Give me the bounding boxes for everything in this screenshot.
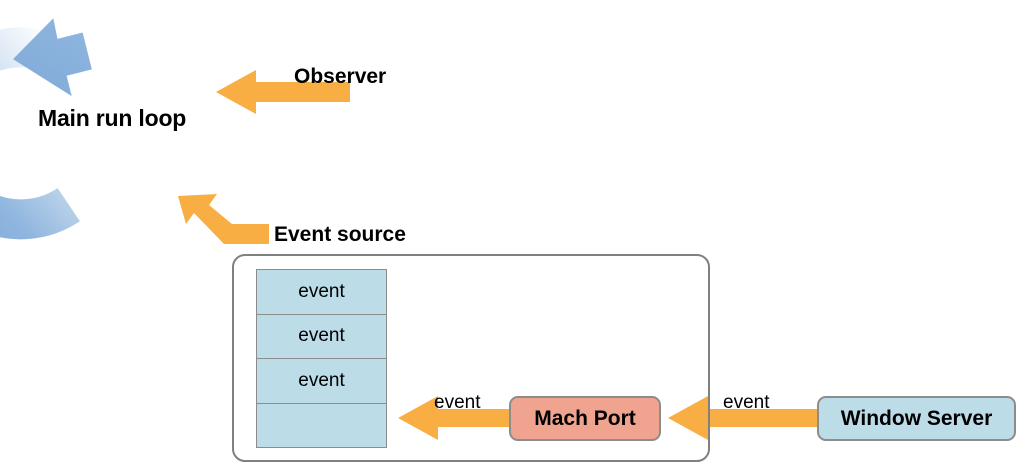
event-queue-cell: event xyxy=(256,313,387,358)
mach-port-to-queue-arrow-label: event xyxy=(434,392,481,413)
event-source-label: Event source xyxy=(274,223,406,246)
event-source-arrow xyxy=(178,194,269,244)
event-queue-cell-empty xyxy=(256,402,387,448)
main-run-loop-circular-arrow xyxy=(0,18,92,240)
window-server-to-mach-port-arrow xyxy=(668,396,820,440)
event-queue-cell: event xyxy=(256,269,387,314)
main-run-loop-label: Main run loop xyxy=(38,105,187,131)
observer-arrow xyxy=(216,70,350,114)
event-source-container xyxy=(232,254,710,462)
event-queue: event event event xyxy=(256,269,387,448)
event-queue-cell: event xyxy=(256,358,387,403)
mach-port-node: Mach Port xyxy=(509,396,661,441)
window-server-to-mach-port-arrow-label: event xyxy=(723,392,770,413)
mach-port-to-queue-arrow xyxy=(398,396,512,440)
observer-label: Observer xyxy=(294,65,387,88)
window-server-node: Window Server xyxy=(817,396,1016,441)
